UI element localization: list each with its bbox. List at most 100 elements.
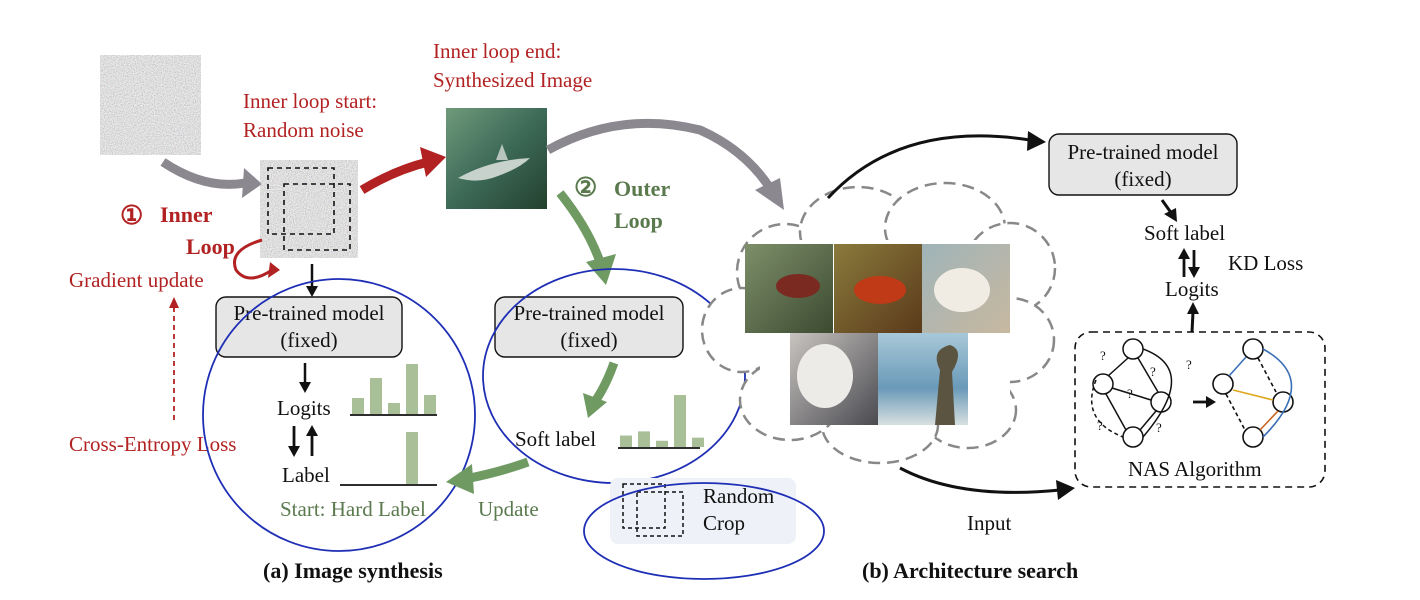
softBars-bar-1 bbox=[638, 431, 650, 447]
cross-entropy-label: Cross-Entropy Loss bbox=[69, 432, 236, 456]
pretrained-model-1 bbox=[215, 296, 403, 358]
architecture-search-panel: Input Pre-trained model (fixed) Soft lab… bbox=[700, 131, 1326, 583]
kd-loss-label: KD Loss bbox=[1228, 251, 1303, 275]
kd-up-arrow-head bbox=[1178, 248, 1190, 259]
input-label: Input bbox=[967, 511, 1011, 535]
logitBars-bar-1 bbox=[370, 378, 382, 414]
gray-arrow-noise bbox=[160, 158, 246, 189]
logitBars-bar-0 bbox=[352, 398, 364, 414]
highlight-circle-3 bbox=[583, 482, 825, 580]
inner-loop-word2: Loop bbox=[186, 234, 235, 259]
outer-loop-word2: Loop bbox=[614, 208, 663, 233]
green-arrow-model2-to-soft bbox=[592, 361, 619, 403]
logitBars-bar-2 bbox=[388, 403, 400, 414]
synth-caption-line2: Synthesized Image bbox=[433, 68, 592, 92]
noise-caption-line2: Random noise bbox=[243, 118, 364, 142]
arrow-image-to-model1-head bbox=[306, 286, 318, 297]
gradient-loop-arrow-head bbox=[268, 262, 280, 278]
green-arrow-model2-to-soft-head bbox=[583, 393, 607, 418]
svg-text:?: ? bbox=[1100, 348, 1106, 363]
crop-box-1 bbox=[267, 167, 335, 235]
green-arrow-to-model2 bbox=[556, 190, 605, 264]
random-noise-image bbox=[99, 54, 202, 156]
arrow-model3-to-soft-head bbox=[1164, 208, 1177, 222]
model1-line2: (fixed) bbox=[280, 328, 337, 352]
model2-line1: Pre-trained model bbox=[513, 301, 664, 325]
nas-graph-after bbox=[1212, 338, 1294, 448]
label-label: Label bbox=[282, 463, 330, 487]
gradient-loop-arrow bbox=[233, 238, 273, 280]
hard-label-histogram bbox=[406, 432, 418, 484]
pretrained-model-2 bbox=[494, 296, 684, 358]
soft-label-histogram bbox=[620, 395, 704, 447]
synth-image-2-subject bbox=[854, 276, 906, 304]
nas-algorithm-box bbox=[1074, 331, 1326, 488]
update-label: Update bbox=[478, 497, 539, 521]
gray-arrow-noise-head bbox=[242, 168, 262, 198]
softBars-bar-4 bbox=[692, 437, 704, 447]
arrow-model1-to-logits-head bbox=[299, 382, 311, 393]
outer-loop-number: ② bbox=[574, 173, 597, 202]
arrow-cloud-to-model bbox=[826, 134, 1031, 200]
softBars-bar-0 bbox=[620, 435, 632, 447]
arrow-cloud-to-nas bbox=[899, 466, 1061, 494]
start-hard-label: Start: Hard Label bbox=[280, 497, 426, 521]
model3-line2: (fixed) bbox=[1114, 167, 1171, 191]
random-crop-box-2 bbox=[636, 491, 684, 537]
svg-text:?: ? bbox=[1127, 386, 1133, 401]
logits-label: Logits bbox=[277, 396, 331, 420]
svg-text:?: ? bbox=[1097, 418, 1103, 433]
image-synthesis-panel: Inner loop start: Random noise Inner loo… bbox=[69, 39, 825, 583]
logitBars-bar-4 bbox=[424, 395, 436, 414]
highlight-circle-1 bbox=[202, 278, 476, 552]
synth-image-4-subject bbox=[797, 344, 853, 408]
model3-line1: Pre-trained model bbox=[1067, 140, 1218, 164]
random-crop-line1: Random bbox=[703, 484, 774, 508]
cross-entropy-arrow-head bbox=[169, 297, 179, 308]
synth-image-3-subject bbox=[934, 268, 990, 312]
synth-caption-line1: Inner loop end: bbox=[433, 39, 561, 63]
pretrained-model-3 bbox=[1048, 133, 1238, 196]
nas-graph-before bbox=[1091, 338, 1173, 448]
down-arrow-head bbox=[288, 446, 300, 457]
logits-histogram bbox=[352, 364, 436, 414]
model1-line1: Pre-trained model bbox=[233, 301, 384, 325]
green-update-arrow bbox=[469, 457, 530, 483]
soft-label-label: Soft label bbox=[515, 427, 596, 451]
arrow-nas-to-logits bbox=[1190, 311, 1195, 333]
model2-line2: (fixed) bbox=[560, 328, 617, 352]
green-update-arrow-head bbox=[446, 464, 474, 494]
crop-box-2 bbox=[283, 183, 351, 251]
red-arrow-to-synth bbox=[359, 157, 430, 194]
working-noise-image bbox=[259, 159, 359, 259]
softBars-bar-3 bbox=[674, 395, 686, 447]
kd-soft-label: Soft label bbox=[1144, 221, 1225, 245]
synth-image-5 bbox=[878, 333, 968, 425]
random-crop-box-1 bbox=[622, 483, 666, 529]
random-crop-line2: Crop bbox=[703, 511, 745, 535]
svg-text:?: ? bbox=[1186, 357, 1192, 372]
gray-arrow-synth-to-batch bbox=[545, 118, 774, 191]
gray-arrow-synth-to-batch-head bbox=[755, 178, 784, 210]
noise-caption-line1: Inner loop start: bbox=[243, 89, 377, 113]
logitBars-bar-3 bbox=[406, 364, 418, 414]
synthesized-image bbox=[446, 108, 547, 209]
shark-fin bbox=[496, 144, 508, 160]
arrow-cloud-to-nas-head bbox=[1056, 480, 1075, 500]
nas-arrow-between-graphs-head bbox=[1206, 396, 1216, 408]
kd-down-arrow-head bbox=[1188, 267, 1200, 278]
nas-algorithm-label: NAS Algorithm bbox=[1128, 457, 1262, 481]
up-arrow-head bbox=[306, 425, 318, 436]
inner-loop-word1: Inner bbox=[160, 202, 213, 227]
hardBars-bar-3 bbox=[406, 432, 418, 484]
nas-question-marks: ? ? ? ? ? ? bbox=[1097, 348, 1192, 435]
inner-loop-number: ① bbox=[120, 201, 143, 230]
gradient-update-label: Gradient update bbox=[69, 268, 204, 292]
kd-logits-label: Logits bbox=[1165, 277, 1219, 301]
synth-image-5-tree bbox=[935, 345, 959, 425]
red-arrow-to-synth-head bbox=[420, 147, 446, 177]
shark-shape bbox=[458, 158, 530, 181]
arrow-nas-to-logits-head bbox=[1187, 302, 1199, 314]
arrow-cloud-to-model-head bbox=[1027, 131, 1046, 151]
